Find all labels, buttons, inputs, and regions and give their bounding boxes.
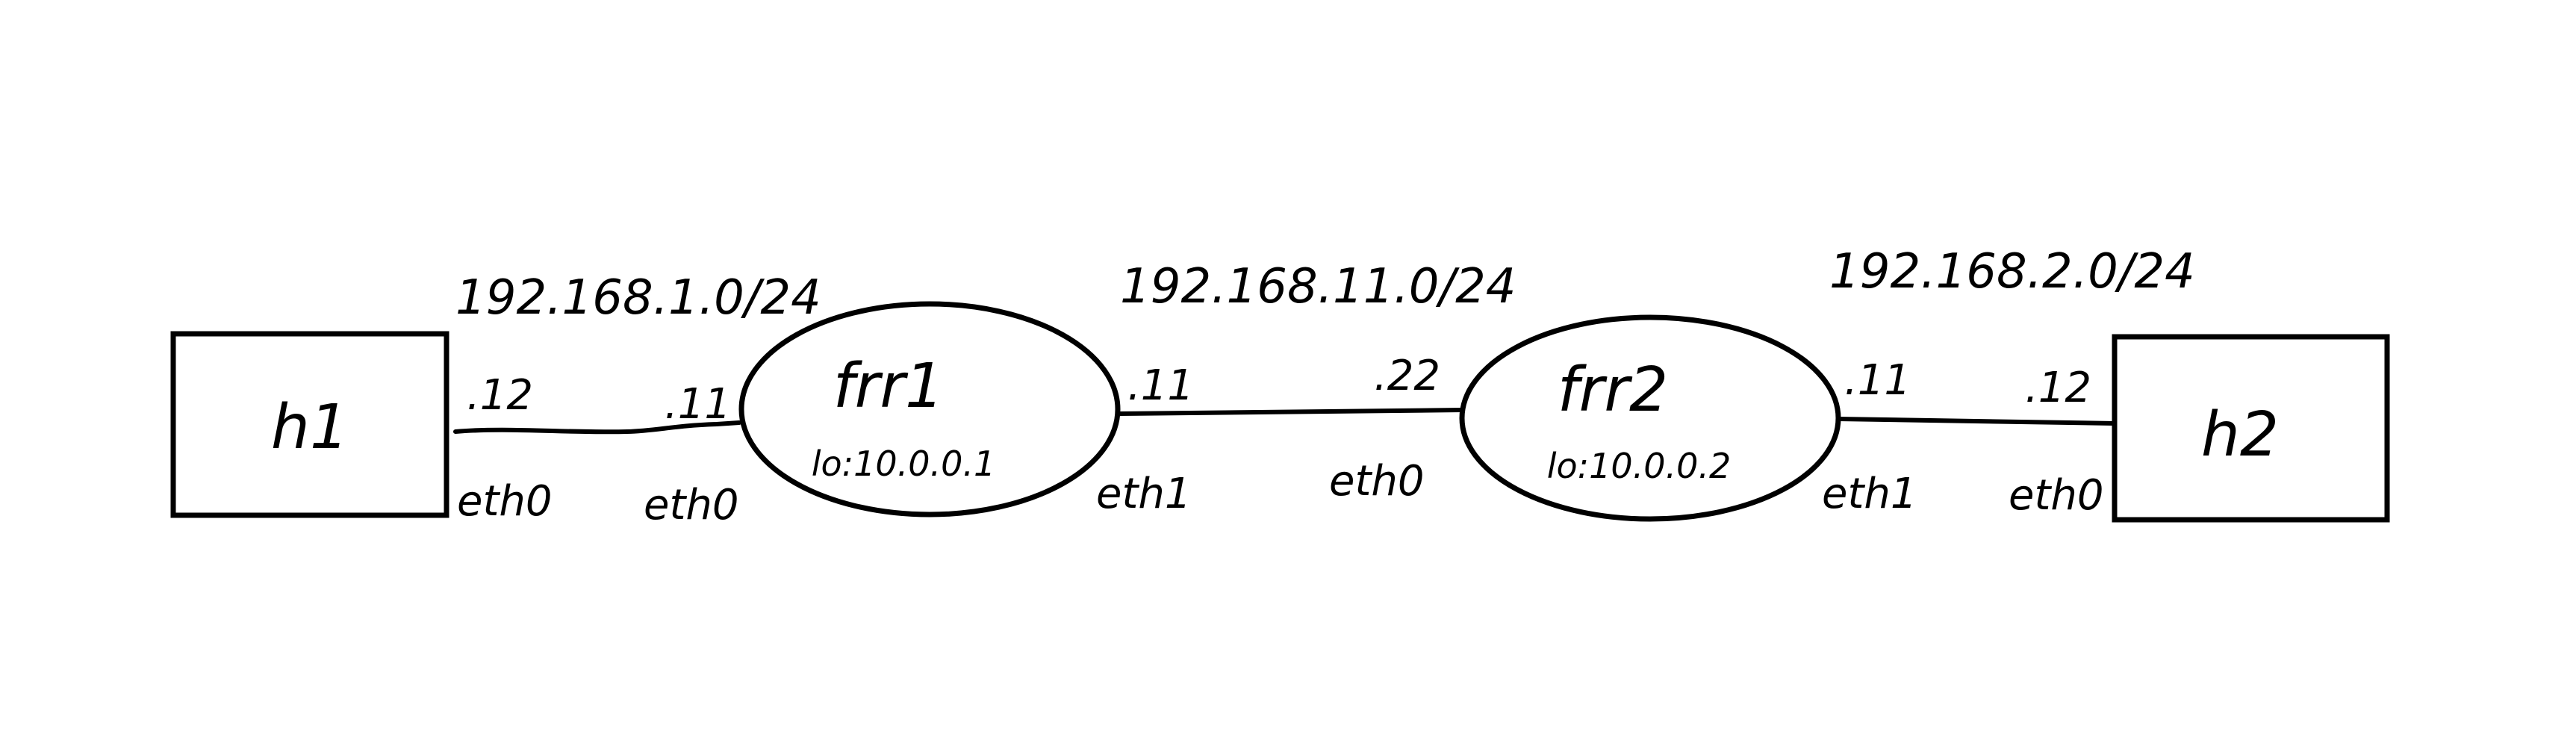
link-h1-frr1-line (453, 420, 741, 435)
link-frr2-h2-right-iface: eth0 (2009, 471, 2104, 520)
subnet-label-left: 192.168.1.0/24 (455, 270, 821, 326)
subnet-label-middle: 192.168.11.0/24 (1120, 259, 1516, 314)
link-frr1-frr2: .11 .22 eth1 eth0 (1096, 352, 1464, 518)
link-h1-frr1: .12 .11 eth0 eth0 (453, 371, 741, 529)
link-h1-frr1-left-iface: eth0 (457, 477, 553, 526)
router-frr1-loopback: lo:10.0.0.1 (812, 444, 996, 484)
router-frr1-label: frr1 (833, 351, 944, 422)
link-frr2-h2-left-addr: .11 (1844, 356, 1911, 405)
host-h1-box (170, 331, 449, 518)
link-frr1-frr2-right-addr: .22 (1374, 352, 1440, 400)
link-frr1-frr2-left-iface: eth1 (1096, 470, 1192, 518)
host-h2-box (2112, 334, 2390, 523)
link-frr2-h2-left-iface: eth1 (1822, 470, 1917, 518)
router-frr2-label: frr2 (1558, 355, 1668, 426)
host-h2-label: h2 (2201, 400, 2279, 470)
subnet-label-right: 192.168.2.0/24 (1829, 244, 2195, 299)
host-h1: h1 (170, 331, 449, 518)
link-h1-frr1-right-iface: eth0 (644, 481, 739, 529)
link-frr2-h2-right-addr: .12 (2025, 364, 2091, 412)
router-frr2-loopback: lo:10.0.0.2 (1547, 446, 1732, 486)
host-h2: h2 (2112, 334, 2390, 523)
router-frr1-ellipse (738, 301, 1121, 517)
link-frr2-h2-line (1836, 417, 2117, 426)
link-h1-frr1-left-addr: .12 (467, 371, 533, 420)
link-frr1-frr2-right-iface: eth0 (1329, 457, 1425, 506)
link-h1-frr1-right-addr: .11 (665, 380, 731, 429)
link-frr1-frr2-line (1116, 408, 1464, 416)
router-frr1: frr1 lo:10.0.0.1 (738, 301, 1121, 517)
router-frr2: frr2 lo:10.0.0.2 (1459, 314, 1841, 522)
link-frr2-h2: .11 .12 eth1 eth0 (1822, 356, 2117, 520)
link-frr1-frr2-left-addr: .11 (1127, 361, 1194, 410)
host-h1-label: h1 (271, 392, 349, 463)
